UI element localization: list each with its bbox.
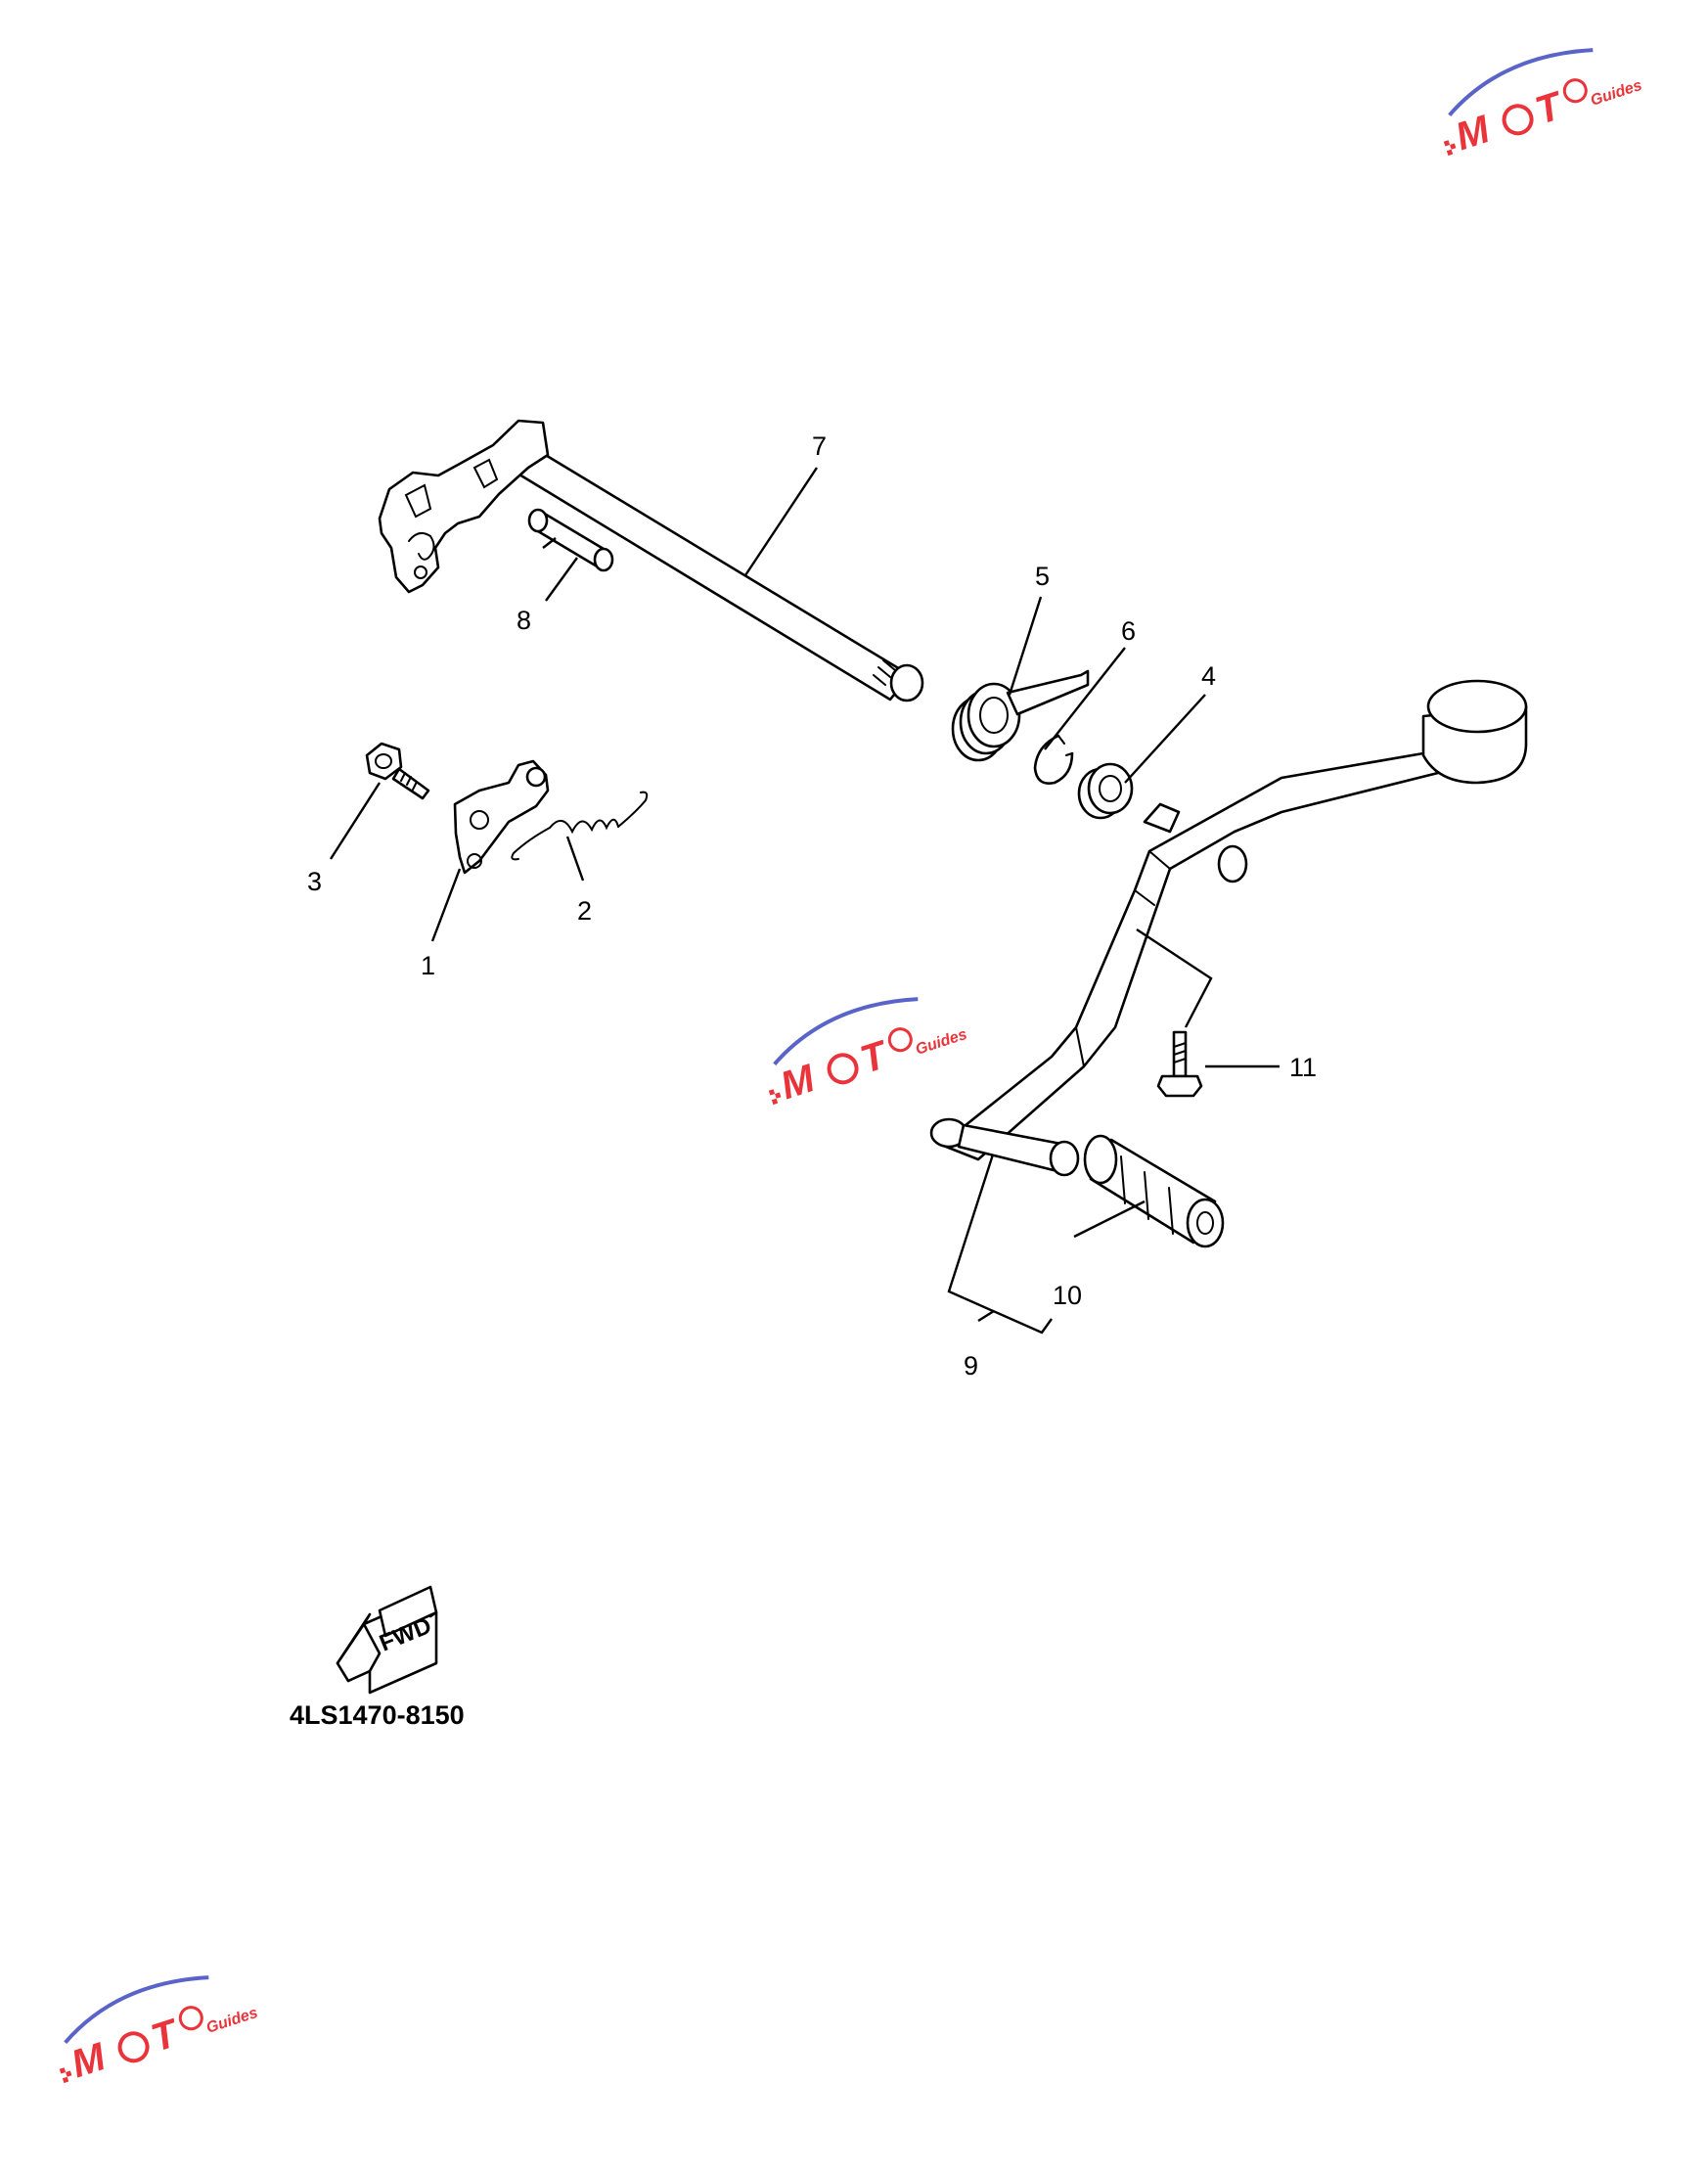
callout-9: 9	[964, 1351, 978, 1381]
part-5-torsion-spring	[951, 669, 1090, 762]
part-11-bolt	[1156, 1030, 1203, 1098]
watermark-logo-bottom-left: M T Guides	[59, 1975, 260, 2087]
leader-lines	[329, 467, 1280, 1335]
part-6-circlip	[1033, 734, 1074, 785]
svg-text:M: M	[776, 1057, 822, 1109]
diagram-code: 4LS1470-8150	[290, 1700, 465, 1730]
callout-5: 5	[1035, 562, 1050, 591]
part-9-shift-pedal	[929, 679, 1528, 1177]
part-8-dowel-pin	[527, 508, 614, 572]
callout-7: 7	[812, 431, 827, 461]
fwd-direction-arrow: FWD	[336, 1585, 438, 1695]
part-1-stopper-lever	[453, 759, 550, 875]
callout-10: 10	[1053, 1281, 1082, 1310]
svg-text:Guides: Guides	[1589, 77, 1644, 110]
callout-6: 6	[1121, 616, 1136, 646]
svg-text:Guides: Guides	[204, 2005, 260, 2037]
part-2-spring	[511, 791, 649, 861]
part-3-bolt	[365, 742, 430, 800]
part-10-rubber-peg	[1083, 1134, 1225, 1248]
svg-text:M: M	[1451, 108, 1497, 159]
watermark-logo-center: M T Guides	[768, 997, 969, 1109]
callout-numbers: 7 8 5 6 4 3 2 1 11 10 9	[307, 431, 1317, 1381]
callout-4: 4	[1201, 661, 1216, 691]
svg-text:Guides: Guides	[914, 1026, 969, 1059]
part-7-shift-shaft	[378, 419, 924, 702]
callout-1: 1	[421, 951, 435, 980]
callout-11: 11	[1289, 1053, 1317, 1082]
callout-2: 2	[577, 896, 592, 926]
callout-3: 3	[307, 867, 322, 896]
svg-text:M: M	[67, 2035, 112, 2087]
callout-8: 8	[517, 606, 531, 635]
watermark-logo-top-right: M T Guides	[1443, 48, 1644, 159]
part-4-washer	[1077, 762, 1134, 820]
